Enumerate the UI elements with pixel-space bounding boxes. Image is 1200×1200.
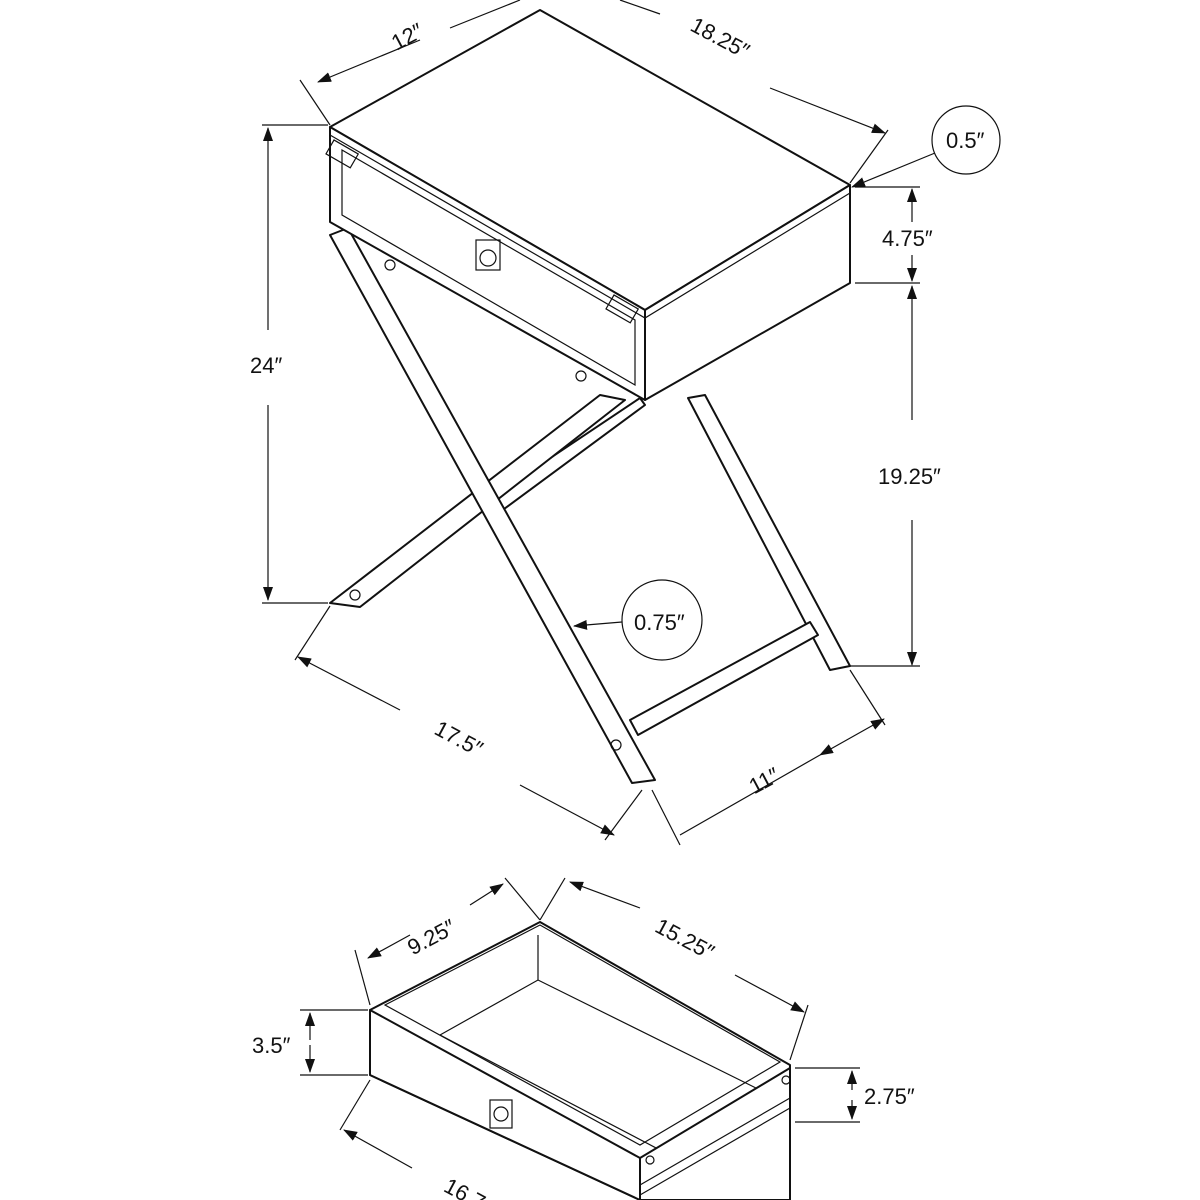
dim-drawer-depth: 9.25″ — [403, 914, 460, 960]
dim-drawer-front-height: 3.5″ — [252, 1033, 291, 1058]
dim-drawer-height: 4.75″ — [882, 226, 933, 251]
bolt-icon — [610, 739, 622, 751]
bolt-icon — [349, 589, 361, 601]
drawer-pull-icon — [489, 1099, 513, 1129]
dim-leg-clearance: 19.25″ — [878, 464, 941, 489]
bolt-icon — [384, 259, 396, 271]
dim-table-width: 18.25″ — [686, 12, 753, 64]
drawer-dimension-lines — [300, 877, 860, 1169]
side-table-drawing — [325, 9, 851, 784]
table-dimension-lines — [262, 0, 1001, 846]
dim-drawer-width: 15.25″ — [651, 913, 718, 965]
dim-base-width: 17.5″ — [431, 716, 488, 762]
dim-total-height: 24″ — [250, 353, 282, 378]
corner-bracket — [325, 139, 360, 169]
drawer-side-panel — [639, 1067, 791, 1200]
dim-drawer-length: 16.7 — [440, 1173, 490, 1200]
dim-base-depth: 11″ — [745, 762, 784, 799]
drawer-pull-icon — [475, 239, 501, 271]
drawer-front — [341, 148, 636, 387]
dim-leg-thickness: 0.75″ — [634, 610, 685, 635]
dim-top-thickness: 0.5″ — [946, 128, 985, 153]
dim-table-depth: 12″ — [387, 18, 427, 55]
leg-stretcher — [629, 621, 819, 736]
drawer-front-panel — [369, 1009, 641, 1200]
front-leg-b — [329, 227, 656, 784]
back-leg-right — [687, 394, 851, 671]
drawer-drawing — [369, 921, 791, 1200]
dim-drawer-side-height: 2.75″ — [864, 1084, 915, 1109]
bolt-icon — [575, 370, 587, 382]
corner-bracket — [605, 294, 640, 324]
table-side — [644, 184, 851, 401]
